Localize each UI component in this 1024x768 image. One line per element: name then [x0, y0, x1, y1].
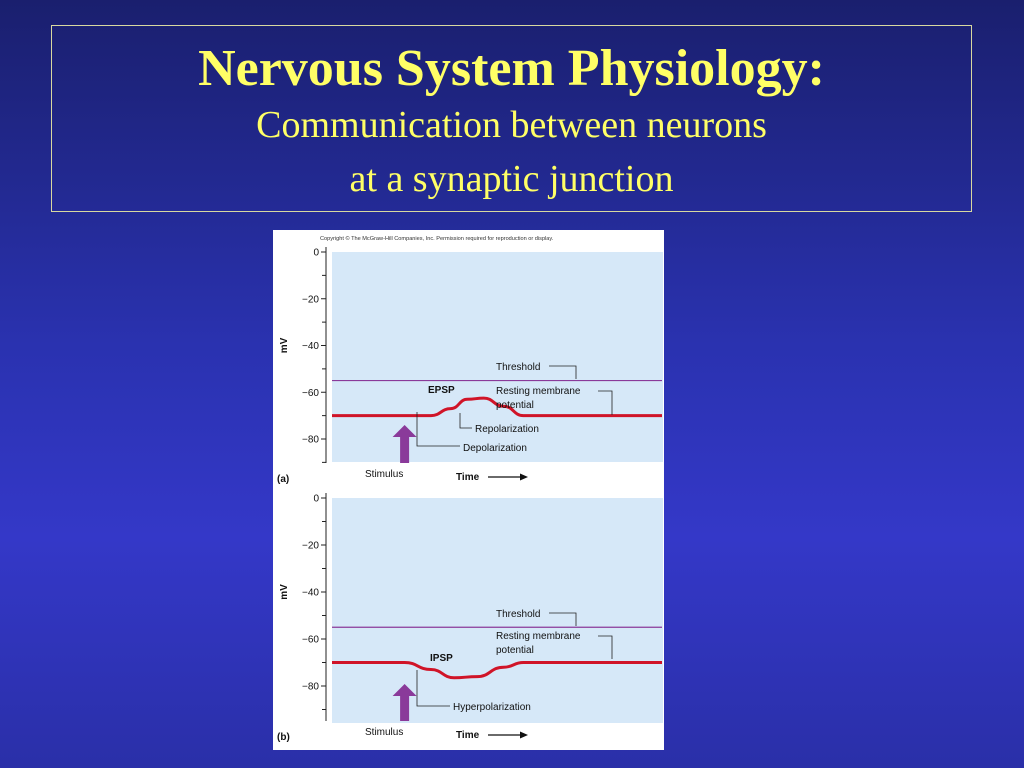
- panel-a-resting-label-1: Resting membrane: [496, 386, 581, 397]
- slide-subtitle-line1: Communication between neurons: [256, 104, 767, 146]
- slide-title-box: Nervous System Physiology: Communication…: [51, 25, 972, 212]
- panel-b-plot-area: [332, 498, 663, 723]
- tick-label: −20: [302, 541, 319, 552]
- time-arrow-head: [520, 731, 528, 739]
- tick-label: −80: [302, 682, 319, 693]
- slide-title: Nervous System Physiology:: [198, 40, 825, 97]
- tick-label: −20: [302, 294, 319, 305]
- tick-label: −40: [302, 588, 319, 599]
- threshold-leader: [549, 365, 577, 379]
- panel-a-threshold-label: Threshold: [496, 362, 540, 373]
- panel-a-depolarization-label: Depolarization: [463, 443, 527, 454]
- panel-b-label: (b): [277, 732, 290, 743]
- panel-b-xlabel: Time: [456, 730, 480, 741]
- time-arrow-head: [520, 473, 528, 481]
- panel-a: 0 −20 −40 −60 −80 mV Threshold Resting membr…: [277, 247, 663, 485]
- tick-label: −60: [302, 635, 319, 646]
- panel-a-stimulus-label: Stimulus: [365, 469, 403, 480]
- panel-b-resting-label-2: potential: [496, 645, 534, 656]
- panel-b-stimulus-label: Stimulus: [365, 727, 403, 738]
- panel-b-leader-lines: [416, 612, 613, 707]
- panel-a-membrane-curve: [331, 396, 662, 418]
- panel-a-leader-lines: [416, 365, 613, 447]
- repolarization-leader: [459, 413, 472, 429]
- hyperpolarization-leader: [416, 670, 450, 707]
- resting-leader: [598, 390, 613, 415]
- tick-label: −80: [302, 435, 319, 446]
- panel-b-hyperpolarization-label: Hyperpolarization: [453, 702, 531, 713]
- panel-a-ticks: 0 −20 −40 −60 −80: [302, 248, 326, 463]
- panel-a-plot-area: [332, 252, 663, 462]
- panel-b-resting-label-1: Resting membrane: [496, 631, 581, 642]
- copyright-notice: Copyright © The McGraw-Hill Companies, I…: [320, 235, 554, 242]
- panel-a-time-arrow: [488, 473, 528, 481]
- panel-a-stimulus-arrow: [392, 425, 417, 463]
- resting-leader: [598, 635, 613, 659]
- psp-figure: Copyright © The McGraw-Hill Companies, I…: [273, 230, 664, 750]
- panel-b: 0 −20 −40 −60 −80 mV Threshold Resting membr…: [277, 493, 663, 743]
- psp-figure-svg: Copyright © The McGraw-Hill Companies, I…: [277, 235, 663, 743]
- panel-b-ticks: 0 −20 −40 −60 −80: [302, 494, 326, 710]
- panel-a-ylabel: mV: [279, 337, 290, 353]
- panel-b-stimulus-arrow: [392, 684, 417, 721]
- panel-a-xlabel: Time: [456, 472, 480, 483]
- panel-b-time-arrow: [488, 731, 528, 739]
- tick-label: −40: [302, 341, 319, 352]
- tick-label: 0: [313, 494, 319, 505]
- panel-b-ipsp-label: IPSP: [430, 653, 453, 664]
- threshold-leader: [549, 612, 577, 626]
- depolarization-leader: [416, 412, 460, 447]
- panel-a-repolarization-label: Repolarization: [475, 424, 539, 435]
- panel-a-epsp-label: EPSP: [428, 385, 455, 396]
- slide-subtitle-line2: at a synaptic junction: [349, 158, 674, 200]
- tick-label: 0: [313, 248, 319, 259]
- tick-label: −60: [302, 388, 319, 399]
- panel-a-label: (a): [277, 474, 289, 485]
- panel-b-membrane-curve: [331, 660, 662, 680]
- panel-b-threshold-label: Threshold: [496, 609, 540, 620]
- panel-a-resting-label-2: potential: [496, 400, 534, 411]
- panel-b-ylabel: mV: [279, 584, 290, 600]
